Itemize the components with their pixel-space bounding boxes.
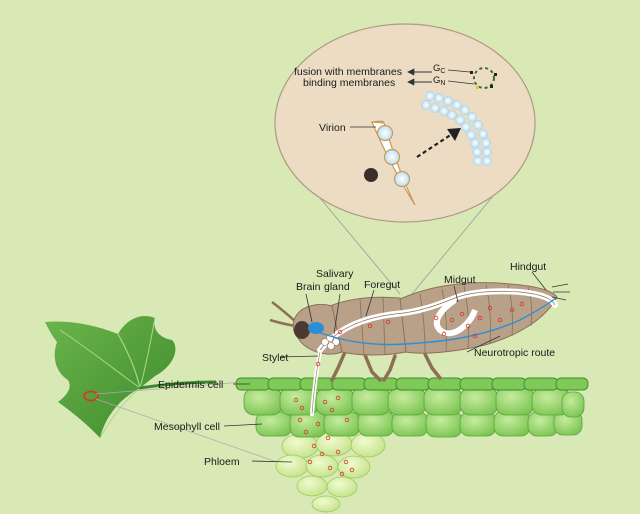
ivy-leaf [45,315,301,471]
inset-magnification [274,23,536,295]
label-gland: gland [324,281,350,293]
infection-spot [83,390,99,402]
phloem-cells [275,431,386,513]
epidermis-cells [235,377,589,391]
label-brain: Brain [296,281,321,293]
thrips-insect [269,282,570,416]
label-salivary: Salivary [316,268,354,280]
label-virion: Virion [319,122,346,134]
neurotropic-route-line [317,297,557,346]
label-midgut: Midgut [444,274,476,286]
label-gc: GC [433,63,445,75]
membrane-tubule [421,91,492,166]
salivary-gland [321,334,340,350]
label-epidermis: Epidermis cell [158,379,223,391]
label-binding: binding membranes [303,77,395,89]
label-stylet: Stylet [262,352,288,364]
virion-particle [376,124,411,188]
virus-particles-plant [293,395,355,477]
compound-eye [294,321,310,339]
label-fusion: fusion with membranes [294,66,402,78]
label-phloem: Phloem [204,456,240,468]
label-neurotropic: Neurotropic route [474,347,555,359]
label-mesophyll: Mesophyll cell [154,421,220,433]
label-foregut: Foregut [364,279,400,291]
dark-granule [364,168,378,182]
brain-organ [308,322,324,334]
label-hindgut: Hindgut [510,261,546,273]
virus-particles-insect [315,301,525,367]
label-gn: GN [433,75,445,87]
mesophyll-cells-upper [243,386,585,418]
glycoprotein-virion [470,67,497,89]
